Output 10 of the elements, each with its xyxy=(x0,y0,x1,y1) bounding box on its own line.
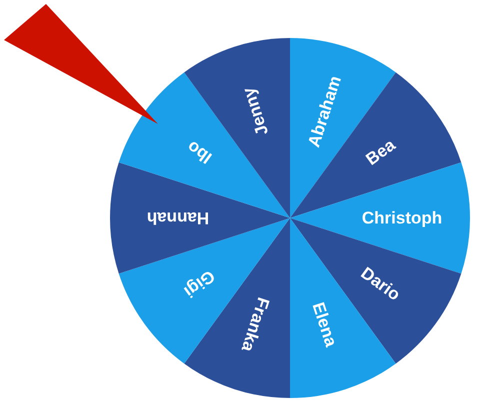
pointer-triangle xyxy=(4,4,158,124)
slice-label: Ibo xyxy=(184,137,216,168)
slice-label: Gigi xyxy=(180,266,218,302)
slice-label: Hannah xyxy=(146,208,210,228)
slice-label: Jenny xyxy=(238,85,272,138)
slice-label: Bea xyxy=(362,135,399,170)
slice-label: Elena xyxy=(308,300,341,350)
slice-label: Christoph xyxy=(362,208,442,228)
wheel-slice xyxy=(110,162,290,274)
slice-label: Franka xyxy=(238,295,274,354)
